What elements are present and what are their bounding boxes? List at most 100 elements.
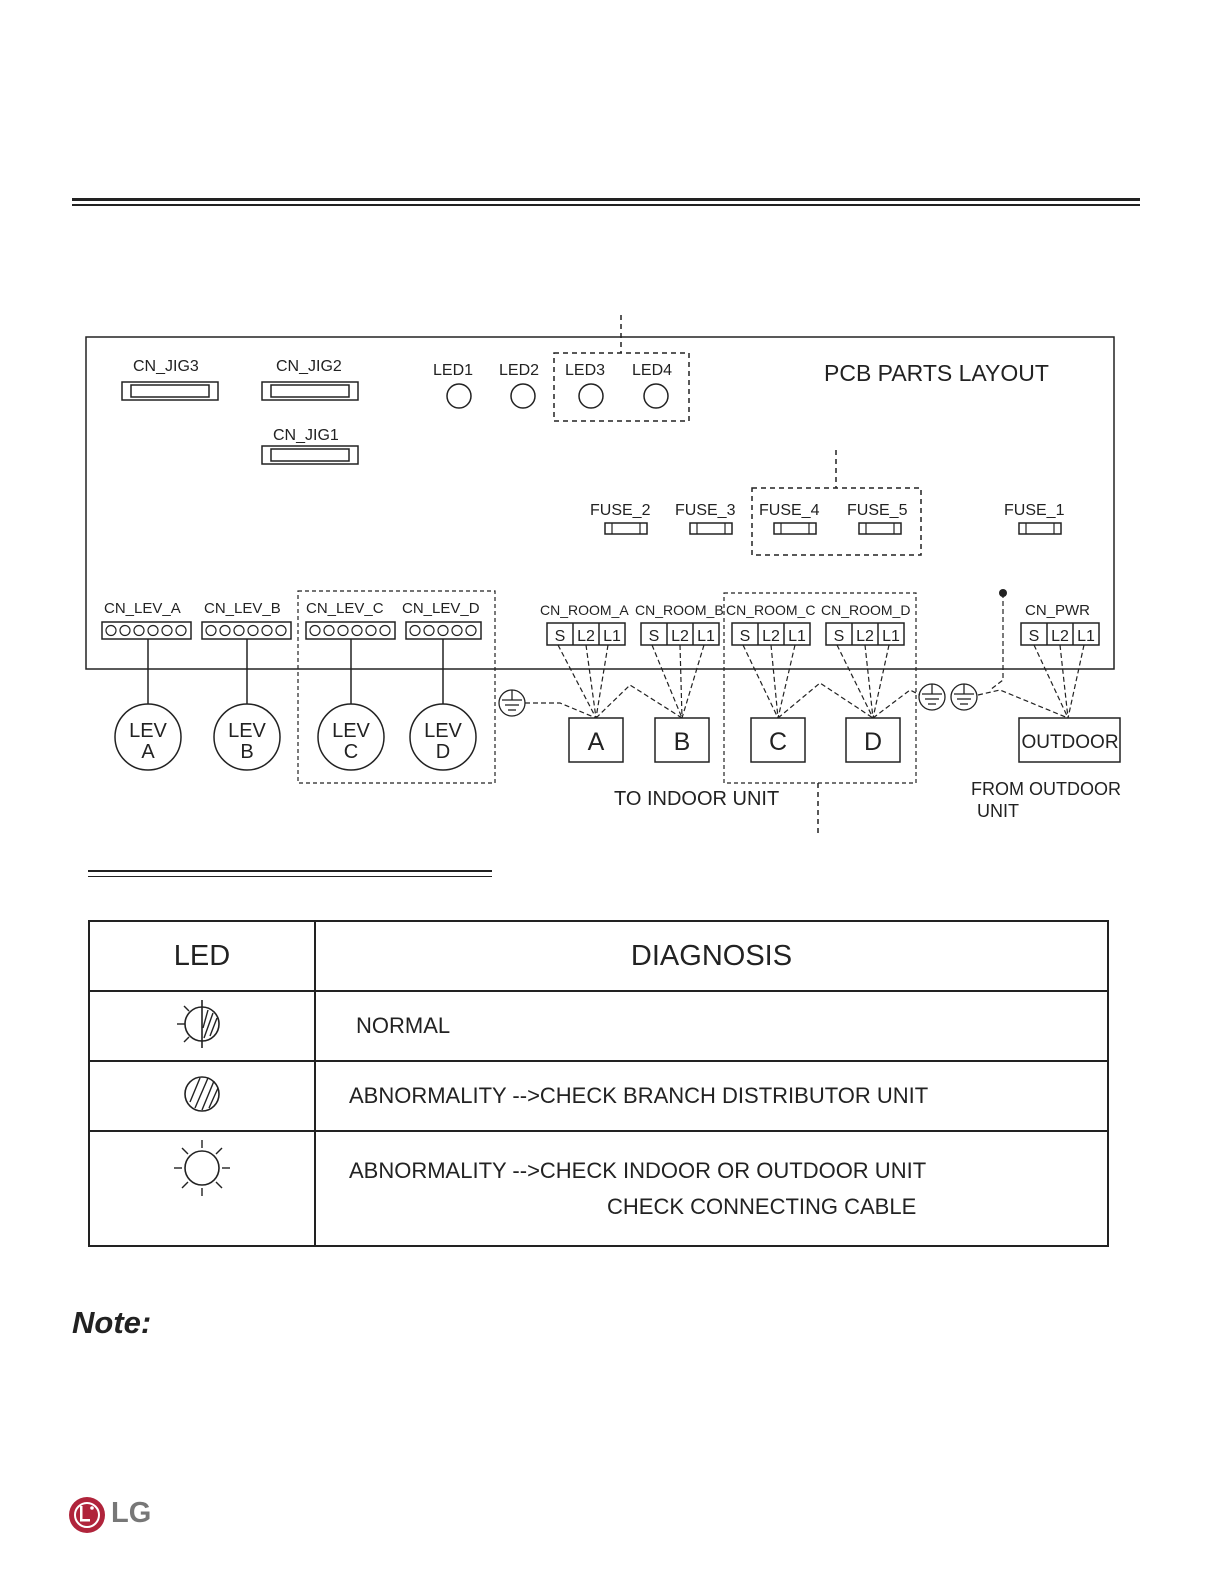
terminal-block: S L2 L1 [640,622,720,646]
ground-icon [498,689,526,717]
ground-icon [950,683,978,711]
diagnosis-text: CHECK CONNECTING CABLE [607,1193,917,1219]
room-connector-label: CN_ROOM_C [726,602,815,618]
terminal-block: S L2 L1 [1020,622,1100,646]
lev-valve-label: LEV [129,720,167,742]
led-circle [510,383,536,409]
lev-connector-label: CN_LEV_D [402,600,480,617]
pcb-board [85,336,1115,670]
top-rule [72,198,1140,201]
to-indoor-label: TO INDOOR UNIT [614,788,779,810]
lev-valve-label: LEV [228,720,266,742]
svg-text:S: S [834,628,845,645]
svg-text:L1: L1 [882,628,900,645]
header-led: LED [88,920,316,992]
led-circle [643,383,669,409]
lg-logo: LG [68,1495,178,1535]
outdoor-unit-box [1018,717,1121,763]
ground-dot [999,589,1007,597]
jig-label: CN_JIG1 [273,427,339,444]
svg-text:S: S [1029,628,1040,645]
svg-text:L2: L2 [1051,628,1069,645]
lev-valve-label: A [141,741,155,763]
lev-connector [405,621,482,640]
indoor-unit-label: D [864,728,882,756]
wiring [525,593,1085,719]
lev-valve-label: LEV [332,720,370,742]
svg-text:L1: L1 [788,628,806,645]
svg-text:L2: L2 [762,628,780,645]
jig-connector [261,445,359,465]
pcb-title: PCB PARTS LAYOUT [824,360,1049,386]
room-highlight-box [723,592,917,784]
led-on-lit-icon [174,1140,230,1196]
diagnosis-text: ABNORMALITY -->CHECK BRANCH DISTRIBUTOR … [349,1083,929,1108]
pcb-diagram: PCB PARTS LAYOUT CN_JIG3 CN_JIG2 CN_JIG1… [85,315,1121,835]
fuse [689,522,733,535]
lev-connector-label: CN_LEV_B [204,600,281,617]
from-outdoor-label: FROM OUTDOOR [971,779,1121,799]
led-label: LED3 [565,362,605,379]
fuse-highlight-box [751,487,922,556]
led-diagnosis-table: LED DIAGNOSIS NORMAL [88,920,1109,1247]
lg-logo-icon [69,1497,105,1533]
lev-valve [114,703,182,771]
indoor-unit-box [845,717,901,763]
led-circle [578,383,604,409]
fuse-label: FUSE_4 [759,502,820,519]
fuse [1018,522,1062,535]
room-connector-label: CN_ROOM_B [635,602,724,618]
terminal-block: S L2 L1 [546,622,626,646]
jig-connector [261,381,359,401]
svg-text:L2: L2 [671,628,689,645]
fuse-label: FUSE_1 [1004,502,1065,519]
indoor-unit-box [568,717,624,763]
indoor-unit-label: A [588,728,605,756]
fuse-label: FUSE_3 [675,502,736,519]
svg-text:L2: L2 [577,628,595,645]
jig-connector [121,381,219,401]
lev-valve-label: B [240,741,253,763]
svg-text:L1: L1 [697,628,715,645]
fuse [773,522,817,535]
lev-valve [409,703,477,771]
led-circle [446,383,472,409]
header-diagnosis: DIAGNOSIS [314,920,1109,992]
led-off-hatched-icon [184,1075,220,1112]
led-label: LED1 [433,362,473,379]
svg-text:S: S [740,628,751,645]
lev-connector [101,621,192,640]
terminal-block: S L2 L1 [731,622,811,646]
jig-label: CN_JIG2 [276,358,342,375]
jig-label: CN_JIG3 [133,358,199,375]
indoor-unit-box [654,717,710,763]
lev-valve [213,703,281,771]
svg-text:L1: L1 [1077,628,1095,645]
indoor-unit-label: C [769,728,787,756]
lev-valve-label: LEV [424,720,462,742]
led-label: LED4 [632,362,672,379]
table-row: ABNORMALITY -->CHECK BRANCH DISTRIBUTOR … [88,1060,1109,1132]
led-blinking-half-icon [177,999,220,1048]
svg-text:L1: L1 [603,628,621,645]
top-rule-thin [72,204,1140,206]
note-label: Note: [72,1305,152,1340]
led-label: LED2 [499,362,539,379]
indoor-unit-box [750,717,806,763]
room-connector-label: CN_ROOM_A [540,602,629,618]
diagnosis-text: ABNORMALITY -->CHECK INDOOR OR OUTDOOR U… [349,1157,927,1183]
lev-connector-label: CN_LEV_C [306,600,384,617]
fuse [604,522,648,535]
diagnosis-text: NORMAL [356,1013,451,1038]
svg-text:S: S [555,628,566,645]
fuse-label: FUSE_5 [847,502,908,519]
fuse [858,522,902,535]
indoor-unit-label: B [674,728,691,756]
terminal-block: S L2 L1 [825,622,905,646]
svg-text:L2: L2 [856,628,874,645]
lev-connector-label: CN_LEV_A [104,600,181,617]
lev-connector [305,621,396,640]
lg-logo-text: LG [111,1497,152,1529]
section-rule-thin [88,876,492,877]
lev-connector [201,621,292,640]
